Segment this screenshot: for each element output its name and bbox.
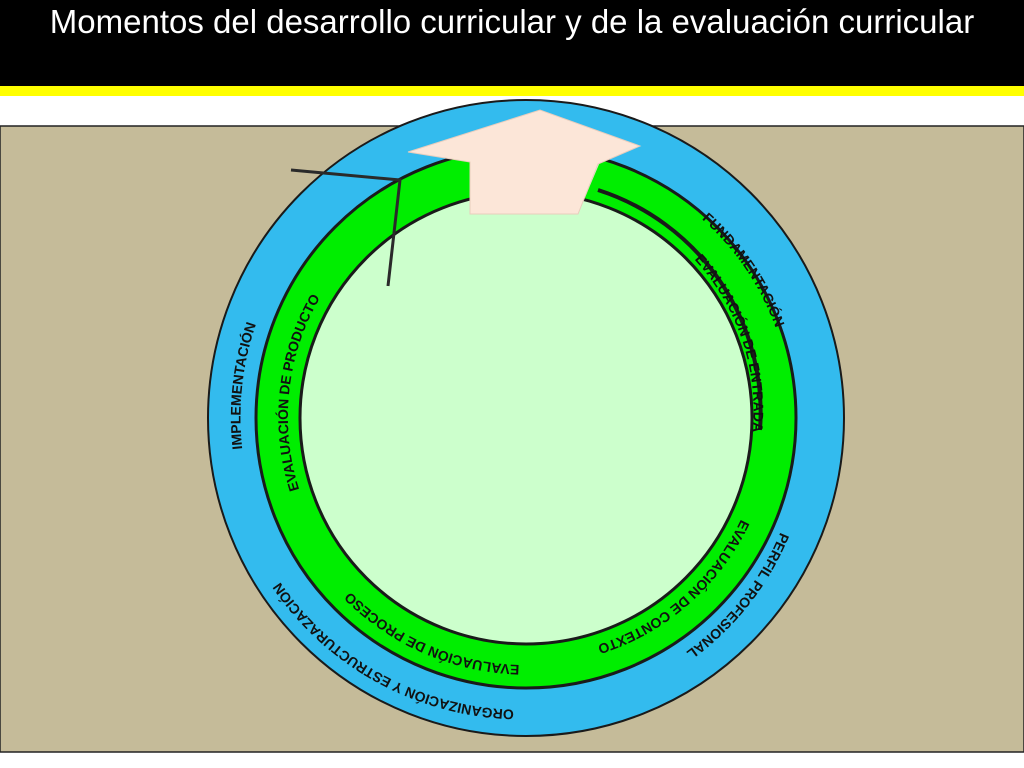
- cycle-arrow: [407, 109, 642, 215]
- accent-strip: [0, 86, 1024, 96]
- slide-title: Momentos del desarrollo curricular y de …: [49, 3, 975, 40]
- title-bar: Momentos del desarrollo curricular y de …: [0, 0, 1024, 86]
- ring-divider-arc: [597, 188, 763, 431]
- center-disc: [298, 190, 754, 646]
- connector-line: [290, 168, 402, 287]
